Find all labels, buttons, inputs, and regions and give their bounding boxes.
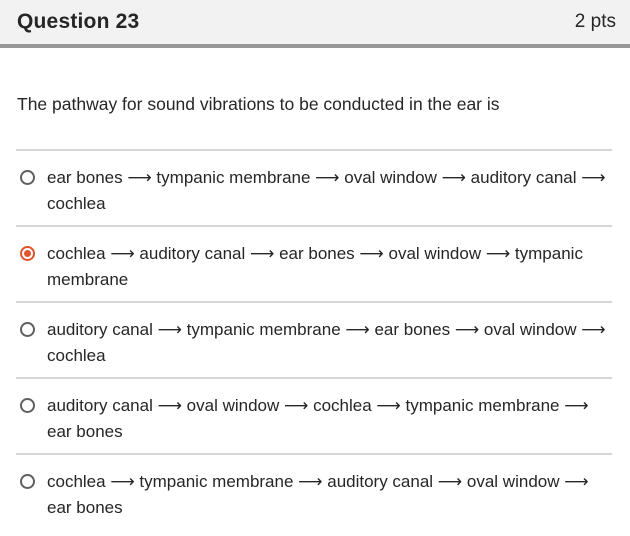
answer-option-wrap: auditory canal ⟶ tympanic membrane ⟶ ear…	[0, 301, 630, 377]
answer-option[interactable]: cochlea ⟶ auditory canal ⟶ ear bones ⟶ o…	[0, 227, 630, 301]
question-points: 2 pts	[574, 11, 616, 32]
answer-option[interactable]: cochlea ⟶ tympanic membrane ⟶ auditory c…	[0, 455, 630, 529]
radio-button-icon[interactable]	[20, 246, 35, 261]
radio-button-icon[interactable]	[20, 398, 35, 413]
option-divider	[16, 149, 612, 151]
option-divider	[16, 453, 612, 455]
option-divider	[16, 377, 612, 379]
answer-label: cochlea ⟶ auditory canal ⟶ ear bones ⟶ o…	[47, 244, 583, 289]
radio-button-icon[interactable]	[20, 474, 35, 489]
answer-label: auditory canal ⟶ tympanic membrane ⟶ ear…	[47, 320, 606, 365]
answer-label: cochlea ⟶ tympanic membrane ⟶ auditory c…	[47, 472, 589, 517]
question-header: Question 23 2 pts	[0, 0, 630, 48]
answer-options-list: ear bones ⟶ tympanic membrane ⟶ oval win…	[0, 149, 630, 529]
radio-button-icon[interactable]	[20, 322, 35, 337]
answer-option-wrap: auditory canal ⟶ oval window ⟶ cochlea ⟶…	[0, 377, 630, 453]
answer-option[interactable]: auditory canal ⟶ oval window ⟶ cochlea ⟶…	[0, 379, 630, 453]
question-text: The pathway for sound vibrations to be c…	[17, 94, 500, 114]
answer-label: ear bones ⟶ tympanic membrane ⟶ oval win…	[47, 168, 606, 213]
answer-option[interactable]: ear bones ⟶ tympanic membrane ⟶ oval win…	[0, 151, 630, 225]
answer-option-wrap: cochlea ⟶ tympanic membrane ⟶ auditory c…	[0, 453, 630, 529]
radio-button-icon[interactable]	[20, 170, 35, 185]
option-divider	[16, 301, 612, 303]
option-divider	[16, 225, 612, 227]
question-title: Question 23	[17, 10, 140, 33]
answer-option-wrap: ear bones ⟶ tympanic membrane ⟶ oval win…	[0, 149, 630, 225]
answer-label: auditory canal ⟶ oval window ⟶ cochlea ⟶…	[47, 396, 589, 441]
answer-option-wrap: cochlea ⟶ auditory canal ⟶ ear bones ⟶ o…	[0, 225, 630, 301]
answer-option[interactable]: auditory canal ⟶ tympanic membrane ⟶ ear…	[0, 303, 630, 377]
